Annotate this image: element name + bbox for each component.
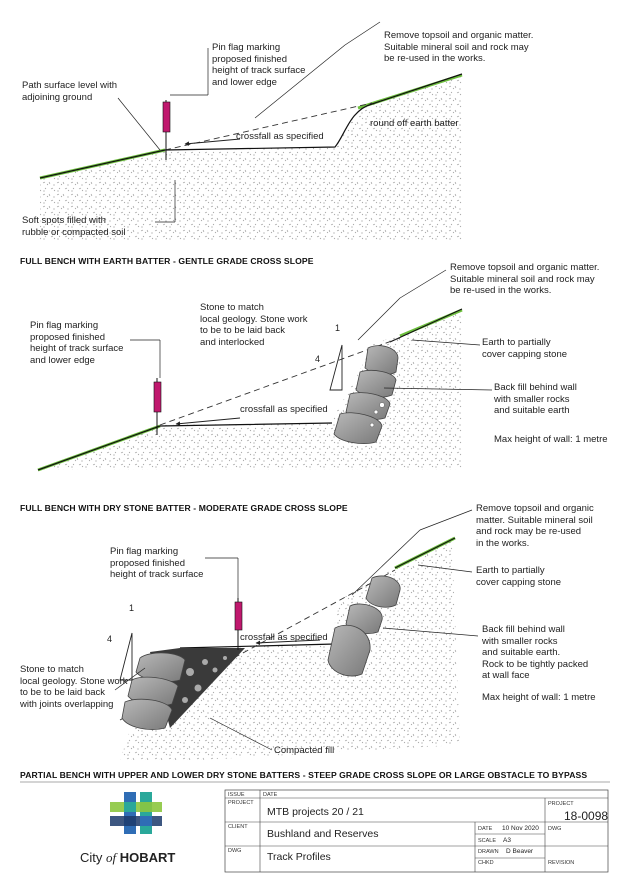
title-block	[20, 781, 610, 873]
d3-ratio-top: 1	[129, 603, 135, 613]
d3-title: PARTIAL BENCH WITH UPPER AND LOWER DRY S…	[20, 770, 588, 780]
d3-stone-match-label: Stone to match local geology. Stone work…	[20, 664, 128, 710]
diagram3-upper-profile	[394, 537, 456, 569]
d1-title: FULL BENCH WITH EARTH BATTER - GENTLE GR…	[20, 256, 314, 266]
tb-scale-value: A3	[503, 837, 511, 844]
tb-date-label: DATE	[263, 792, 278, 798]
d3-back-fill-label: Back fill behind wall with smaller rocks…	[482, 624, 589, 681]
diagram3-pin-flag	[234, 601, 243, 631]
diagram1-dashed-original	[164, 102, 373, 151]
tb-dwg-value: Track Profiles	[267, 851, 331, 863]
tb-revision-label: REVISION	[548, 860, 575, 866]
d2-crossfall-label: crossfall as specified	[240, 404, 328, 415]
diagram1-leader-path	[117, 97, 161, 151]
d2-earth-cover-label: Earth to partially cover capping stone	[482, 337, 568, 360]
d2-ratio-top: 1	[335, 323, 341, 333]
d3-max-height-label: Max height of wall: 1 metre	[482, 692, 596, 703]
d3-earth-cover-label: Earth to partially cover capping stone	[476, 565, 562, 588]
diagram3-leader-topsoil2	[351, 529, 421, 596]
diagram2-crossfall-arrow	[175, 417, 241, 426]
diagram1-leader-topsoil	[344, 21, 381, 46]
tb-drawn-value: D Beaver	[506, 848, 534, 855]
diagram3-leader-topsoil	[419, 509, 473, 531]
d1-pin-flag-label: Pin flag marking proposed finished heigh…	[212, 42, 306, 88]
d3-pin-flag-label: Pin flag marking proposed finished heigh…	[110, 546, 204, 580]
tb-drawn-label: DRAWN	[478, 849, 499, 855]
tb-dwg2-label: DWG	[548, 826, 562, 832]
d1-soft-spots-label: Soft spots filled with rubble or compact…	[22, 215, 126, 238]
tb-client-value: Bushland and Reserves	[267, 828, 379, 840]
tb-chkd-label: CHKD	[478, 860, 494, 866]
d3-ratio-side: 4	[107, 634, 113, 644]
diagram3-lower-wall	[121, 652, 186, 730]
diagram3-leader-backfill	[382, 627, 479, 637]
diagram2-leader-earth	[411, 339, 481, 346]
tb-project-value: MTB projects 20 / 21	[267, 806, 364, 818]
diagram3-upper-wall	[327, 575, 401, 677]
diagram1-track-profile	[39, 73, 463, 179]
tb-project-no-label: PROJECT	[548, 801, 574, 807]
tb-date2-label: DATE	[478, 826, 493, 832]
diagram2-stone-wall	[333, 345, 399, 444]
diagram3-leader-earth	[417, 564, 473, 573]
diagram3-ratio-triangle	[119, 632, 133, 681]
diagram3-section	[114, 509, 479, 760]
diagram2-leader-topsoil	[399, 269, 447, 299]
diagram3-fill-rocks	[182, 656, 227, 703]
diagram2-leader-topsoil2	[357, 297, 401, 341]
tb-dwg-label: DWG	[228, 848, 242, 854]
diagram1-crossfall-arrow	[184, 138, 241, 146]
diagram1-pin-flag	[162, 101, 171, 133]
diagram2-pin-flag	[153, 381, 162, 413]
logo-of: of	[106, 850, 117, 865]
diagram2-leader-backfill	[383, 387, 493, 391]
diagram1-leader-topsoil2	[254, 44, 346, 119]
tb-client-label: CLIENT	[228, 824, 248, 830]
d3-crossfall-label: crossfall as specified	[240, 632, 328, 643]
d2-back-fill-label: Back fill behind wall with smaller rocks…	[494, 382, 577, 416]
logo-hobart: HOBART	[119, 850, 176, 865]
logo-wordmark: City of HOBART	[80, 850, 175, 866]
tb-project-no-value: 18-0098	[564, 809, 609, 823]
tb-scale-label: SCALE	[478, 838, 497, 844]
diagram2-ratio-triangle	[329, 344, 343, 391]
diagram1-section	[39, 21, 463, 240]
city-logo-icon	[110, 792, 162, 834]
tb-date2-value: 10 Nov 2020	[502, 825, 539, 832]
d1-round-off-label: round off earth batter	[370, 118, 459, 129]
d1-crossfall-label: crossfall as specified	[236, 131, 324, 142]
d3-remove-topsoil-label: Remove topsoil and organic matter. Suita…	[476, 503, 594, 549]
diagram1-ground	[40, 76, 462, 240]
d2-title: FULL BENCH WITH DRY STONE BATTER - MODER…	[20, 503, 348, 513]
diagram2-section	[37, 269, 493, 472]
d2-stone-match-label: Stone to match local geology. Stone work…	[200, 302, 308, 348]
tb-issue-label: ISSUE	[228, 792, 245, 798]
d3-compacted-label: Compacted fill	[274, 745, 335, 756]
logo-city: City	[80, 850, 103, 865]
diagram3-leader-compacted	[209, 717, 273, 751]
d2-remove-topsoil-label: Remove topsoil and organic matter. Suita…	[450, 262, 600, 296]
diagram3-track-profile	[179, 643, 336, 649]
d2-max-height-label: Max height of wall: 1 metre	[494, 434, 608, 445]
tb-project-label: PROJECT	[228, 800, 254, 806]
d1-remove-topsoil-label: Remove topsoil and organic matter. Suita…	[384, 30, 534, 64]
diagram2-dashed-original	[159, 337, 401, 426]
d1-path-surface-label: Path surface level with adjoining ground	[22, 80, 118, 103]
diagram2-track-profile	[37, 422, 333, 471]
diagram3-crossfall-arrow	[255, 639, 321, 646]
d2-ratio-side: 4	[315, 354, 321, 364]
diagram3-leader-stone	[114, 667, 146, 691]
diagram2-upper-profile	[389, 308, 463, 343]
d2-pin-flag-label: Pin flag marking proposed finished heigh…	[30, 320, 124, 366]
